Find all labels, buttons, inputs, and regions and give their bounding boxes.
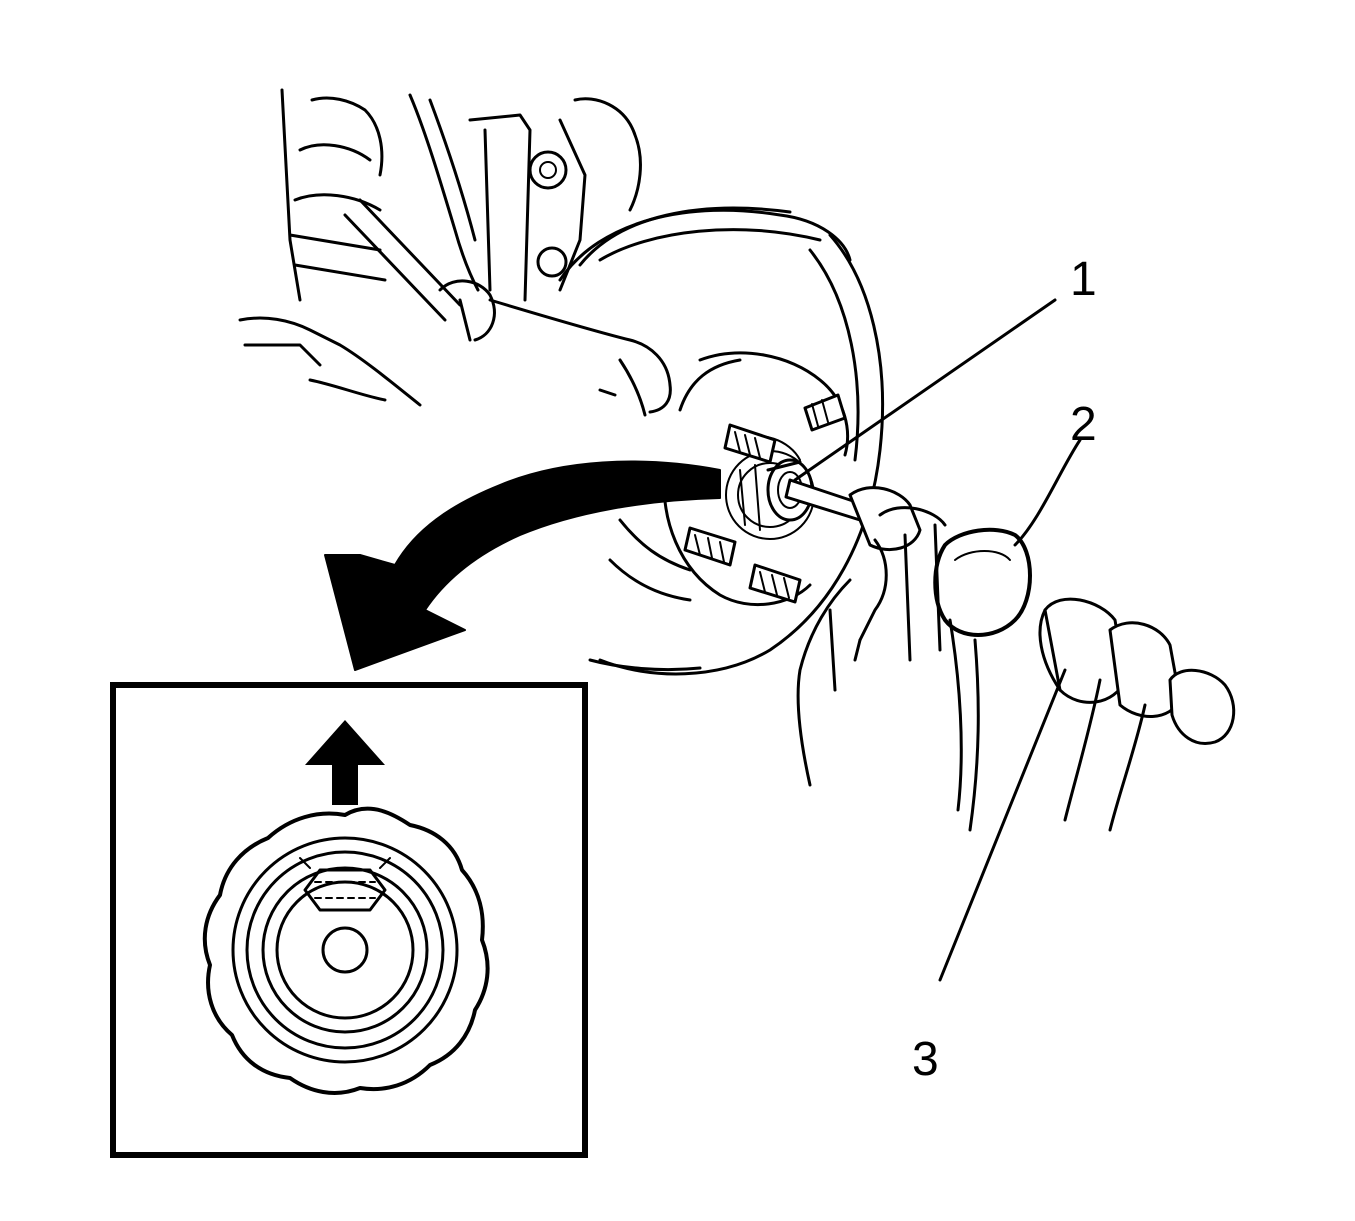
leader-line-2 — [1013, 438, 1082, 547]
detail-inset — [110, 682, 588, 1158]
callout-1: 1 — [1070, 253, 1097, 306]
callout-2: 2 — [1070, 398, 1097, 451]
hammer — [1038, 597, 1236, 832]
wheel-studs — [683, 393, 847, 604]
suspension-strut — [238, 88, 672, 417]
leader-line-1 — [793, 298, 1057, 482]
punch-head — [933, 527, 1032, 637]
punch-tool — [784, 478, 922, 552]
brake-rotor — [558, 206, 885, 676]
hub-nut-detail — [202, 806, 490, 1095]
callout-3: 3 — [912, 1033, 939, 1086]
curved-arrow-icon — [324, 460, 721, 671]
leader-line-3 — [938, 668, 1067, 982]
up-arrow-icon — [305, 720, 385, 805]
holding-hand — [796, 506, 980, 832]
